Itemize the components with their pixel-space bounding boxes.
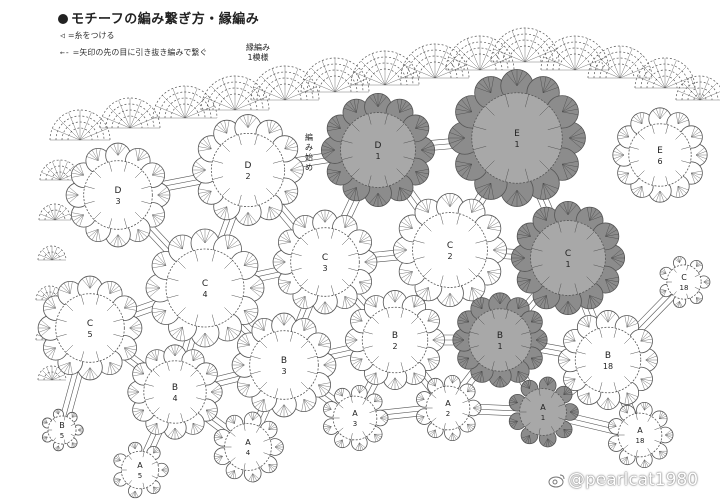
motif-number: 2 xyxy=(392,342,397,351)
motif-b5: B5 xyxy=(41,408,84,452)
motif-letter: A xyxy=(245,438,251,447)
motif-number: 18 xyxy=(680,284,689,292)
motif-c1: C1 xyxy=(510,200,626,316)
motif-number: 3 xyxy=(281,367,286,376)
motif-b18: B18 xyxy=(558,310,658,410)
motif-number: 2 xyxy=(446,410,450,418)
arrow-icon: ←- xyxy=(60,48,70,57)
motif-number: 3 xyxy=(115,197,120,206)
motif-letter: C xyxy=(202,279,208,289)
motif-number: 2 xyxy=(447,252,452,261)
motif-number: 4 xyxy=(172,394,177,403)
motif-number: 2 xyxy=(245,172,250,181)
motif-c2: C2 xyxy=(392,192,508,308)
motif-c3: C3 xyxy=(272,209,378,315)
motif-a3: A3 xyxy=(323,384,389,452)
motif-a1: A1 xyxy=(508,376,579,448)
motif-c5: C5 xyxy=(37,275,143,381)
motif-b1: B1 xyxy=(452,292,548,388)
watermark: @pearlcat1980 xyxy=(568,470,699,490)
edging-repeat-note: 縁編み 1模様 xyxy=(246,43,270,62)
motif-number: 1 xyxy=(497,342,502,351)
motif-letter: A xyxy=(352,409,358,418)
motif-c4: C4 xyxy=(145,228,265,348)
motif-number: 1 xyxy=(375,152,380,161)
start-note: 編み始め xyxy=(305,133,313,172)
motif-e6: E6 xyxy=(612,107,708,203)
motif-number: 3 xyxy=(322,264,327,273)
motif-number: 18 xyxy=(636,437,645,445)
motif-a4: A4 xyxy=(213,411,284,483)
motif-letter: E xyxy=(514,129,520,139)
motif-number: 5 xyxy=(60,432,64,440)
motif-number: 18 xyxy=(603,362,613,371)
motif-letter: A xyxy=(137,461,143,470)
motif-b4: B4 xyxy=(127,344,223,440)
motif-a5: A5 xyxy=(113,441,169,499)
page-title: モチーフの編み繋ぎ方・縁編み xyxy=(58,8,259,27)
motif-letter: B xyxy=(497,331,503,341)
motif-d2: D2 xyxy=(192,114,304,226)
motif-letter: B xyxy=(392,331,398,341)
motif-a2: A2 xyxy=(416,374,482,442)
legend-attach-yarn: ◁=糸をつける xyxy=(60,30,115,41)
motif-number: 5 xyxy=(138,472,142,480)
motif-b2: B2 xyxy=(345,290,445,390)
motif-number: 4 xyxy=(246,449,251,457)
motif-letter: E xyxy=(657,146,663,156)
legend-join-text: =矢印の先の目に引き抜き編みで繋ぐ xyxy=(72,48,208,57)
weibo-icon xyxy=(548,474,565,488)
legend-attach-text: =糸をつける xyxy=(67,31,115,40)
motif-letter: C xyxy=(447,241,453,251)
motif-letter: A xyxy=(540,403,546,412)
motif-c18: C 18 xyxy=(659,256,711,308)
motif-number: 1 xyxy=(565,260,570,269)
motif-letter: A xyxy=(445,399,451,408)
motif-letter: B xyxy=(59,421,65,430)
motif-letter: B xyxy=(172,383,178,393)
motif-d1: D1 xyxy=(320,92,436,208)
edging-border xyxy=(35,27,720,381)
motif-number: 6 xyxy=(657,157,662,166)
motif-letter: C xyxy=(681,273,687,282)
motif-letter: D xyxy=(115,186,122,196)
title-text: モチーフの編み繋ぎ方・縁編み xyxy=(71,12,260,27)
motif-e1: E1 xyxy=(448,69,586,207)
motif-letter: B xyxy=(605,351,611,361)
motif-letter: C xyxy=(87,319,93,329)
title-bullet-icon xyxy=(58,14,68,24)
motif-d3: D3 xyxy=(65,142,171,248)
legend-slip-join: ←-=矢印の先の目に引き抜き編みで繋ぐ xyxy=(60,47,207,58)
motif-a18: A 18 xyxy=(608,401,674,469)
motif-number: 1 xyxy=(541,414,545,422)
motif-letter: D xyxy=(245,161,252,171)
attach-yarn-icon: ◁ xyxy=(60,31,65,40)
motif-letter: D xyxy=(375,141,382,151)
motif-letter: A xyxy=(637,426,643,435)
motif-letter: B xyxy=(281,356,287,366)
motif-number: 1 xyxy=(514,140,519,149)
motif-letter: C xyxy=(565,249,571,259)
motif-number: 5 xyxy=(87,330,92,339)
motif-number: 4 xyxy=(202,290,207,299)
motif-letter: C xyxy=(322,253,328,263)
motif-b3: B3 xyxy=(231,312,337,418)
motif-number: 3 xyxy=(353,420,357,428)
